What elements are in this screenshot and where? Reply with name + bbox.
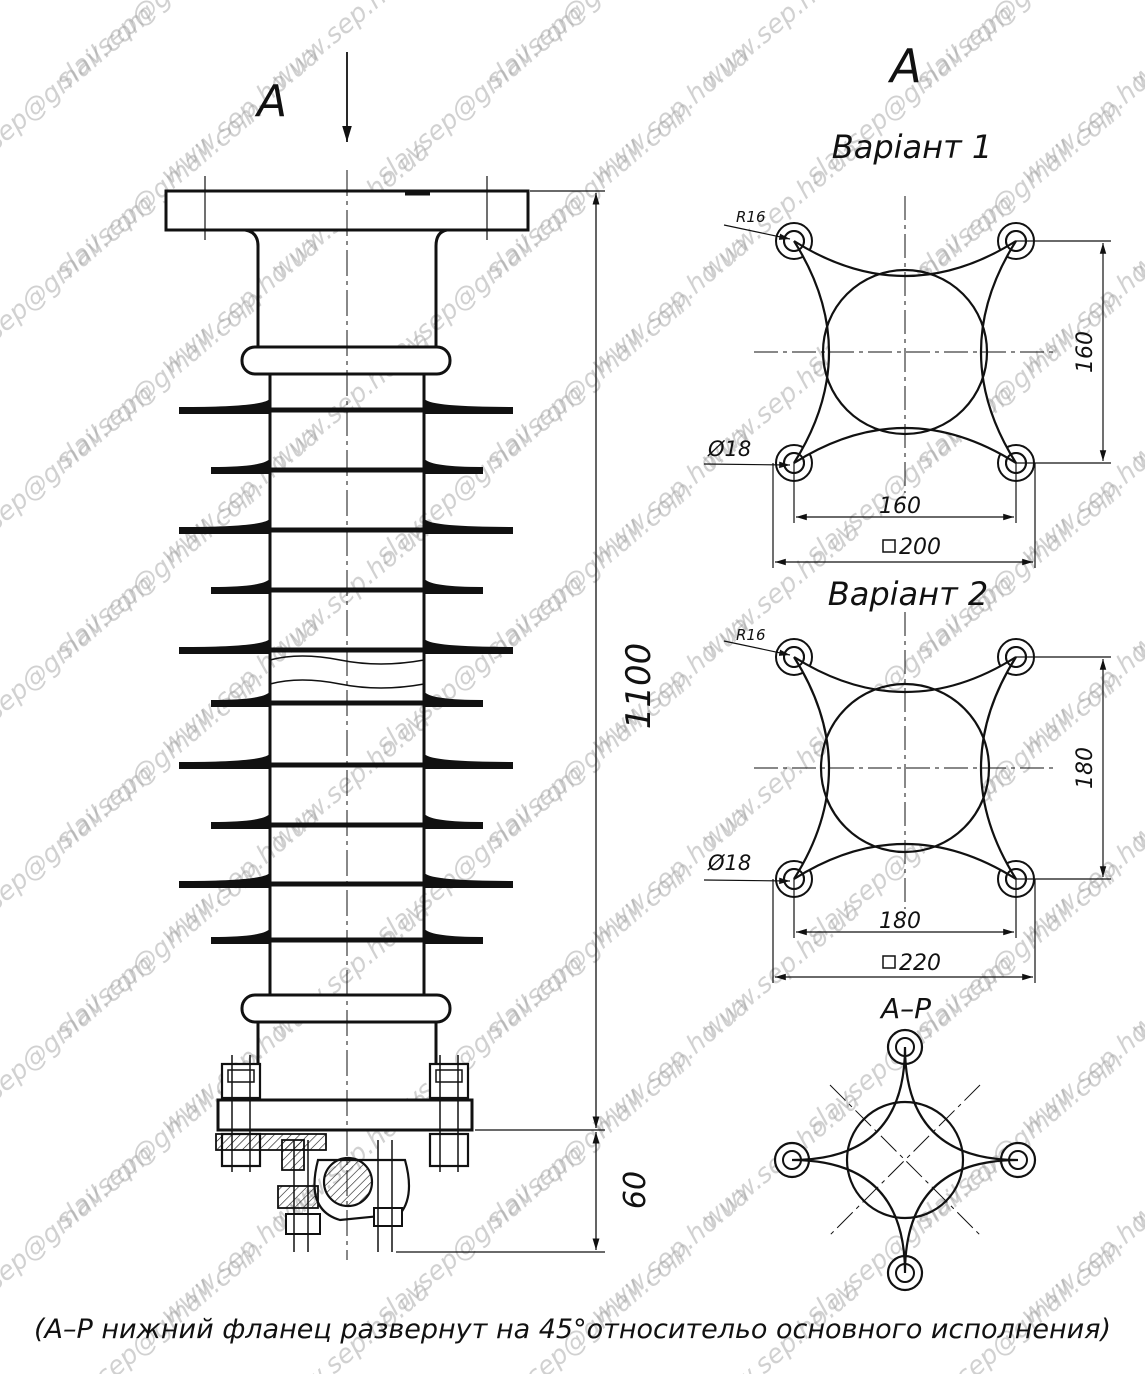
bottom-flange [216, 1098, 474, 1132]
view-label: A [254, 76, 287, 127]
svg-text:slavsep@gmail.com: slavsep@gmail.com [0, 380, 159, 570]
svg-text:www.sep.ho.ua: www.sep.ho.ua [0, 0, 6, 95]
svg-text:slavsep@gmail.com: slavsep@gmail.com [0, 570, 159, 760]
variant-2-hole: Ø18 [707, 851, 751, 875]
variant-2-flange: Варіант 2 R16 Ø18 180 180 220 [703, 575, 1111, 983]
rotated-flange: A–P [773, 992, 1037, 1292]
svg-text:www.sep.ho.ua: www.sep.ho.ua [0, 135, 6, 285]
variant-2-height: 180 [1073, 747, 1098, 789]
variant-1-hole: Ø18 [707, 437, 751, 461]
variant-2-width: 180 [879, 909, 921, 934]
bottom-label: 60 [618, 1171, 653, 1209]
variant-1-width: 160 [879, 494, 921, 519]
svg-text:www.sep.ho.ua: www.sep.ho.ua [0, 705, 6, 855]
svg-text:www.sep.ho.ua: www.sep.ho.ua [0, 1085, 6, 1235]
variant-1-flange: Варіант 1 R16 Ø18 160 160 200 [703, 128, 1111, 568]
length-label: 1100 [619, 643, 659, 730]
svg-text:slavsep@gmail.com: slavsep@gmail.com [0, 190, 159, 380]
svg-text:slavsep@gmail.com: slavsep@gmail.com [0, 760, 159, 950]
svg-text:slavsep@gmail.com: slavsep@gmail.com [0, 0, 159, 190]
variant-1-height: 160 [1073, 331, 1098, 373]
insulator-side-view [164, 170, 530, 1260]
variant-2-title: Варіант 2 [828, 575, 988, 613]
variant-2-square: 220 [899, 951, 941, 976]
svg-text:www.sep.ho.ua: www.sep.ho.ua [0, 895, 6, 1045]
insulator-sheds [179, 399, 513, 944]
variant-2-radius: R16 [736, 626, 766, 644]
length-dimension [396, 190, 605, 1253]
variant-1-radius: R16 [736, 208, 766, 226]
variant-1-title: Варіант 1 [832, 128, 992, 166]
svg-text:www.sep.ho.ua: www.sep.ho.ua [0, 325, 6, 475]
svg-text:slavsep@gmail.com: slavsep@gmail.com [0, 1140, 159, 1330]
variant-1-square: 200 [899, 535, 941, 560]
caption: (A–P нижний фланец развернут на 45°относ… [33, 1314, 1111, 1345]
svg-text:slavsep@gmail.com: slavsep@gmail.com [0, 950, 159, 1140]
svg-text:www.sep.ho.ua: www.sep.ho.ua [0, 515, 6, 665]
rotated-title: A–P [879, 992, 931, 1025]
view-label-right: A [887, 39, 921, 93]
